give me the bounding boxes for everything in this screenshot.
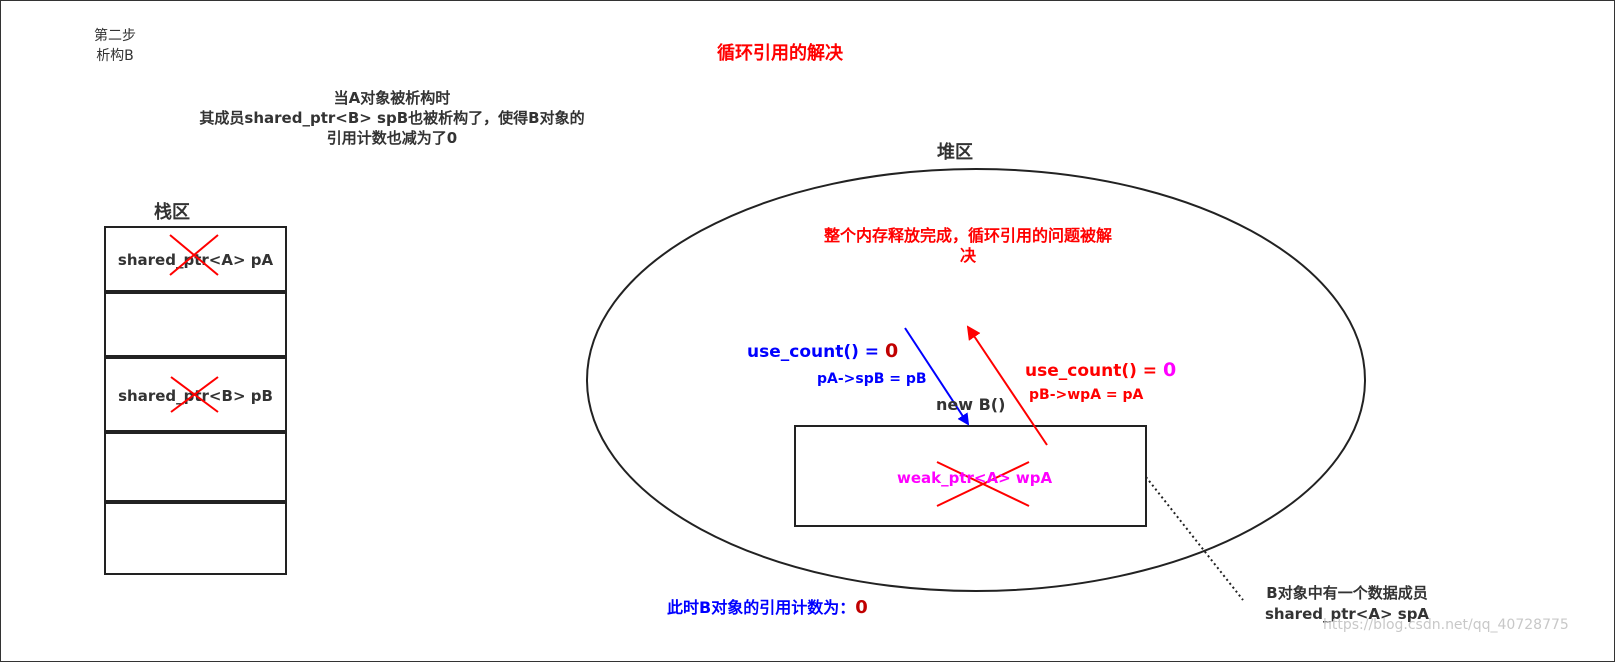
member-note-line2: shared_ptr<A> spA <box>1264 605 1430 623</box>
left-count-label: use_count() = <box>747 342 885 362</box>
arrow-red <box>966 325 1048 446</box>
stack-cell-1-text: shared_ptr<A> pA <box>117 251 274 269</box>
right-count: use_count() = 0 <box>1025 359 1176 381</box>
description-line3: 引用计数也减为了0 <box>326 129 458 147</box>
watermark: https://blog.csdn.net/qq_40728775 <box>1323 617 1569 633</box>
object-b-label: new B() <box>936 395 1006 414</box>
left-expr: pA->spB = pB <box>817 371 927 387</box>
cross-pb <box>170 376 219 413</box>
heap-message-line1: 整个内存释放完成，循环引用的问题被解 <box>823 226 1113 245</box>
bottom-note: 此时B对象的引用计数为：0 <box>667 594 868 618</box>
step-label: 第二步 析构B <box>94 26 136 66</box>
cross-pa <box>169 234 219 276</box>
step-label-line1: 第二步 <box>94 28 136 44</box>
heap-label: 堆区 <box>937 142 973 163</box>
stack-label: 栈区 <box>154 202 190 223</box>
heap-message-line2: 决 <box>959 246 977 265</box>
description-line1: 当A对象被析构时 <box>333 89 451 107</box>
member-weak-ptr: weak_ptr<A> wpA <box>897 469 1053 487</box>
heap-message: 整个内存释放完成，循环引用的问题被解 决 <box>824 226 1112 266</box>
member-connector <box>1145 476 1244 601</box>
member-note: B对象中有一个数据成员 shared_ptr<A> spA <box>1265 583 1429 625</box>
stack-cell-1: shared_ptr<A> pA <box>104 226 287 292</box>
description-line2: 其成员shared_ptr<B> spB也被析构了，使得B对象的 <box>199 109 585 127</box>
cross-wpa <box>936 461 1030 507</box>
stack-cell-4 <box>104 432 287 502</box>
stack-cell-2 <box>104 292 287 357</box>
right-count-label: use_count() = <box>1025 361 1163 381</box>
stack-cell-5 <box>104 502 287 575</box>
member-note-line1: B对象中有一个数据成员 <box>1266 584 1428 602</box>
left-count-value: 0 <box>884 340 899 362</box>
arrow-blue <box>904 327 970 426</box>
bottom-note-value: 0 <box>855 597 868 618</box>
right-expr: pB->wpA = pA <box>1029 387 1144 403</box>
left-count: use_count() = 0 <box>747 340 898 362</box>
bottom-note-label: 此时B对象的引用计数为： <box>667 598 856 617</box>
heap-ellipse <box>586 168 1366 592</box>
description: 当A对象被析构时 其成员shared_ptr<B> spB也被析构了，使得B对象… <box>199 88 584 148</box>
object-b-box <box>794 425 1147 527</box>
right-count-value: 0 <box>1162 359 1177 381</box>
step-label-line2: 析构B <box>96 48 134 64</box>
diagram-title: 循环引用的解决 <box>717 43 843 64</box>
